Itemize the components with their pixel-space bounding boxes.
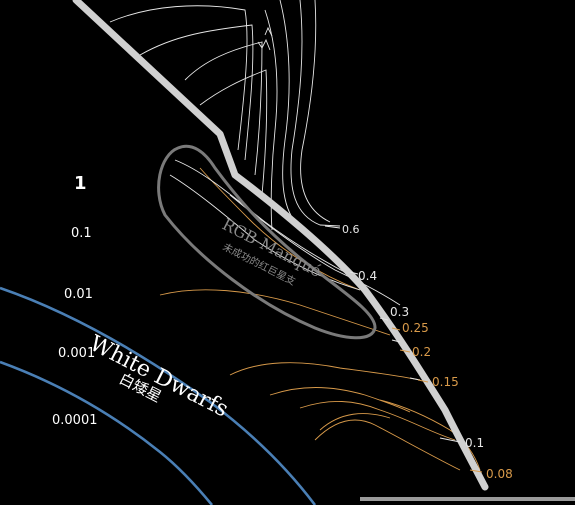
- tick-0-1: 0.1: [71, 226, 92, 241]
- orange-tracks: [159, 167, 481, 471]
- mass-label-0-15: 0.15: [432, 375, 459, 389]
- mass-label-0-08: 0.08: [486, 467, 513, 481]
- tick-0-0001: 0.0001: [52, 413, 98, 428]
- upper-tracks: [109, 0, 341, 231]
- main-sequence-line: [72, 0, 489, 491]
- tick-1: 1: [74, 173, 87, 194]
- tick-0-001: 0.001: [58, 346, 95, 361]
- mass-label-0-3: 0.3: [390, 305, 409, 319]
- mass-label-0-25: 0.25: [402, 321, 429, 335]
- white-dwarfs-label: White Dwarfs: [85, 331, 232, 422]
- white-dwarf-band-upper: [0, 286, 317, 505]
- white-dwarf-band-lower: [0, 360, 214, 505]
- mass-pointers-orange: [391, 327, 483, 473]
- rgb-manque-outline: [157, 144, 377, 340]
- mass-label-0-6: 0.6: [342, 223, 360, 236]
- mass-label-0-4: 0.4: [358, 269, 377, 283]
- mass-label-0-2: 0.2: [412, 345, 431, 359]
- bottom-bar: [360, 497, 575, 501]
- mass-label-0-1: 0.1: [465, 436, 484, 450]
- tick-0-01: 0.01: [64, 287, 93, 302]
